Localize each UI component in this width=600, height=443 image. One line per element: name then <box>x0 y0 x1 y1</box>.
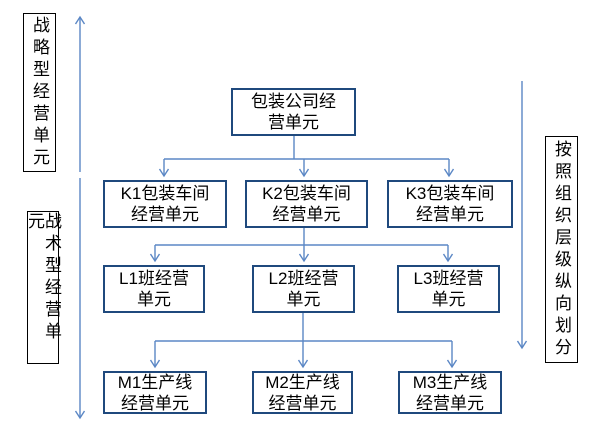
node-m1-production-line-unit: M1生产线 经营单元 <box>103 371 207 414</box>
node-label-line: 经营单元 <box>416 205 484 224</box>
node-label-line: 经营单元 <box>272 205 341 224</box>
node-l3-shift-unit: L3班经营 单元 <box>397 265 500 313</box>
node-label-line: M3生产线 <box>412 372 488 392</box>
node-label-line: 经营单元 <box>131 205 199 224</box>
node-label-line: 单元 <box>431 290 466 309</box>
root-to-k-connector <box>158 136 455 178</box>
label-strategic-business-unit: 战略型经营单元 <box>23 13 56 172</box>
node-label-line: 单元 <box>137 290 171 309</box>
node-m3-production-line-unit: M3生产线 经营单元 <box>398 371 502 414</box>
node-label-line: 营单元 <box>268 113 319 132</box>
node-label-line: K1包装车间 <box>120 184 210 203</box>
node-label-line: L2班经营 <box>268 269 339 288</box>
node-label-line: L3班经营 <box>413 269 484 288</box>
node-l2-shift-unit: L2班经营 单元 <box>252 265 355 313</box>
node-label-line: K3包装车间 <box>405 184 495 203</box>
node-k1-workshop-unit: K1包装车间 经营单元 <box>103 180 227 228</box>
node-k2-workshop-unit: K2包装车间 经营单元 <box>245 180 368 228</box>
k2-to-l-connector <box>149 228 454 263</box>
node-root-company-unit: 包装公司经 营单元 <box>231 88 356 136</box>
node-label-line: K2包装车间 <box>262 184 351 203</box>
node-label-line: 单元 <box>286 290 321 309</box>
node-label-line: 经营单元 <box>416 393 484 413</box>
label-hierarchy-axis: 按照组织层级纵向划分 <box>545 136 578 363</box>
node-l1-shift-unit: L1班经营 单元 <box>103 265 205 313</box>
node-label-line: 经营单元 <box>268 393 337 413</box>
node-label-line: M1生产线 <box>117 372 193 392</box>
node-label-line: 经营单元 <box>121 393 189 413</box>
node-k3-workshop-unit: K3包装车间 经营单元 <box>387 180 513 228</box>
node-label-line: 包装公司经 <box>251 92 336 111</box>
node-m2-production-line-unit: M2生产线 经营单元 <box>252 371 353 414</box>
l2-to-m-connector <box>149 313 458 369</box>
node-label-line: M2生产线 <box>265 372 340 392</box>
node-label-line: L1班经营 <box>119 269 189 288</box>
label-tactical-business-unit: 战术型经营单元 <box>25 211 61 364</box>
